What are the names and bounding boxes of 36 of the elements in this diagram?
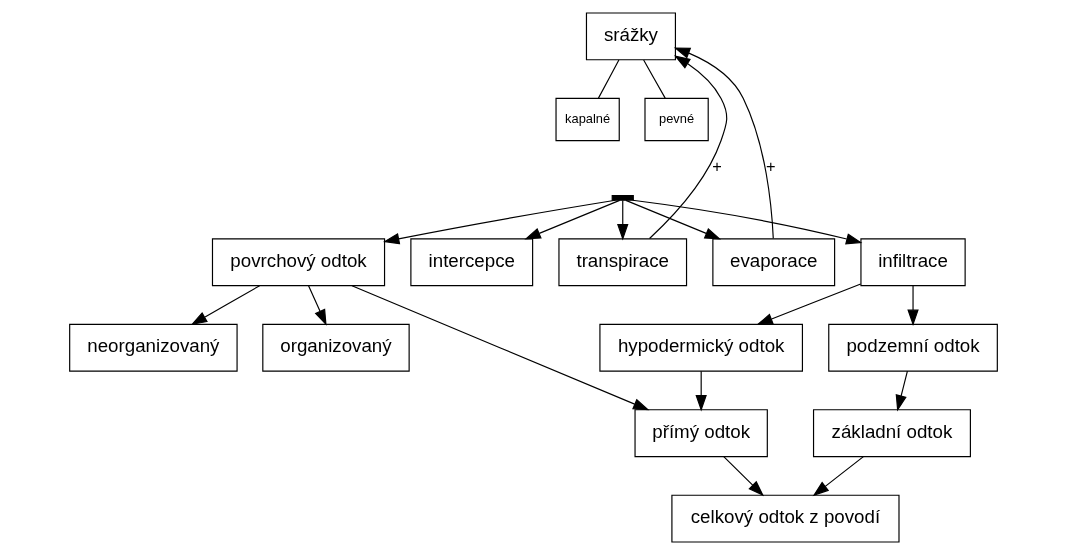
node-box: pevné — [643, 97, 709, 142]
connector — [642, 59, 666, 99]
arrow — [307, 285, 327, 326]
arrow — [812, 456, 864, 497]
node-bar — [611, 194, 634, 201]
arrow — [895, 370, 908, 412]
arrow — [382, 199, 616, 245]
node-box: transpirace — [557, 238, 687, 287]
node-box: povrchový odtok — [211, 238, 385, 287]
arrow — [523, 199, 620, 240]
node-box: hypodermický odtok — [598, 323, 803, 372]
edge-label: + — [711, 157, 722, 176]
node-box: podzemní odtok — [827, 323, 998, 372]
node-box: infiltrace — [859, 238, 966, 287]
node-box: základní odtok — [812, 409, 971, 458]
arrow — [673, 47, 774, 239]
arrow — [648, 55, 727, 240]
arrow — [350, 285, 649, 411]
arrow — [694, 370, 707, 412]
node-box: kapalné — [554, 97, 620, 142]
node-box: srážky — [585, 12, 676, 61]
edge-label: + — [765, 157, 776, 176]
node-box: přímý odtok — [633, 409, 768, 458]
node-box: intercepce — [409, 238, 533, 287]
arrow — [616, 200, 628, 241]
node-box: celkový odtok z povodí — [670, 494, 900, 543]
node-box: organizovaný — [261, 323, 410, 372]
arrow — [624, 199, 721, 240]
arrow — [631, 199, 862, 245]
arrow — [722, 456, 764, 497]
arrow — [756, 283, 861, 325]
node-box: evaporace — [711, 238, 835, 287]
node-box: neorganizovaný — [68, 323, 238, 372]
arrow — [906, 285, 919, 326]
arrow — [190, 285, 260, 326]
connector — [597, 59, 619, 99]
